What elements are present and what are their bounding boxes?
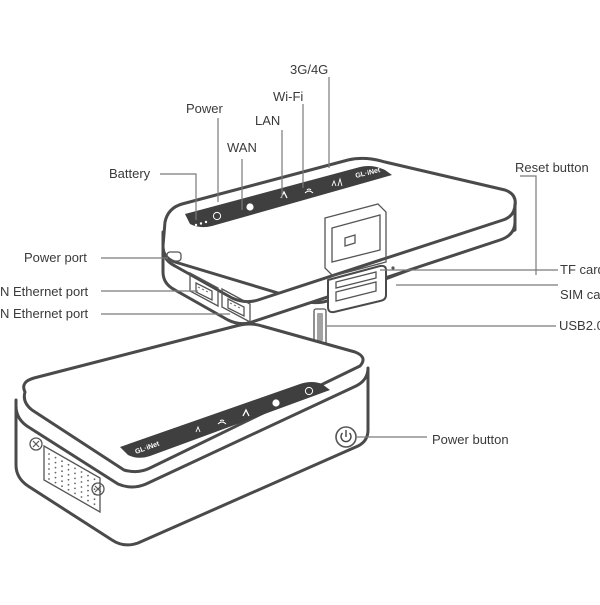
label-lan: LAN: [255, 113, 280, 128]
label-usb: USB2.0: [559, 318, 600, 333]
label-battery: Battery: [109, 166, 151, 181]
back-device: GL·iNet: [161, 156, 517, 346]
front-device: GL·iNet: [14, 322, 370, 547]
label-reset-button: Reset button: [515, 160, 589, 175]
label-3g-4g: 3G/4G: [290, 62, 328, 77]
label-lan-ethernet-port: N Ethernet port: [0, 284, 89, 299]
label-wifi: Wi-Fi: [273, 89, 303, 104]
lan-led-icon: [242, 408, 250, 417]
power-led-icon: [304, 386, 314, 396]
label-sim-card: SIM car: [560, 287, 600, 302]
label-tf-card: TF card: [560, 262, 600, 277]
wan-led-icon: [246, 203, 254, 211]
label-wan-ethernet-port: N Ethernet port: [0, 306, 89, 321]
wan-led-icon: [272, 399, 280, 407]
signal-led-icon: [331, 177, 343, 187]
wifi-led-icon: [304, 188, 314, 194]
lan-ethernet-port-icon: [189, 271, 219, 308]
screw-icon: [91, 482, 105, 496]
wifi-led-icon: [217, 419, 227, 425]
wan-ethernet-port-icon: [221, 287, 251, 324]
label-wan: WAN: [227, 140, 257, 155]
label-power: Power: [186, 101, 224, 116]
label-power-button: Power button: [432, 432, 509, 447]
reset-button-icon: [391, 266, 395, 270]
power-port-icon: [166, 251, 182, 262]
sim-tray-icon: [324, 203, 387, 314]
signal-led-icon: [195, 425, 201, 433]
power-led-icon: [212, 211, 222, 221]
power-button-icon[interactable]: [335, 426, 357, 448]
label-power-port: Power port: [24, 250, 87, 265]
screw-icon: [29, 437, 43, 451]
leader-lines: [101, 77, 558, 438]
